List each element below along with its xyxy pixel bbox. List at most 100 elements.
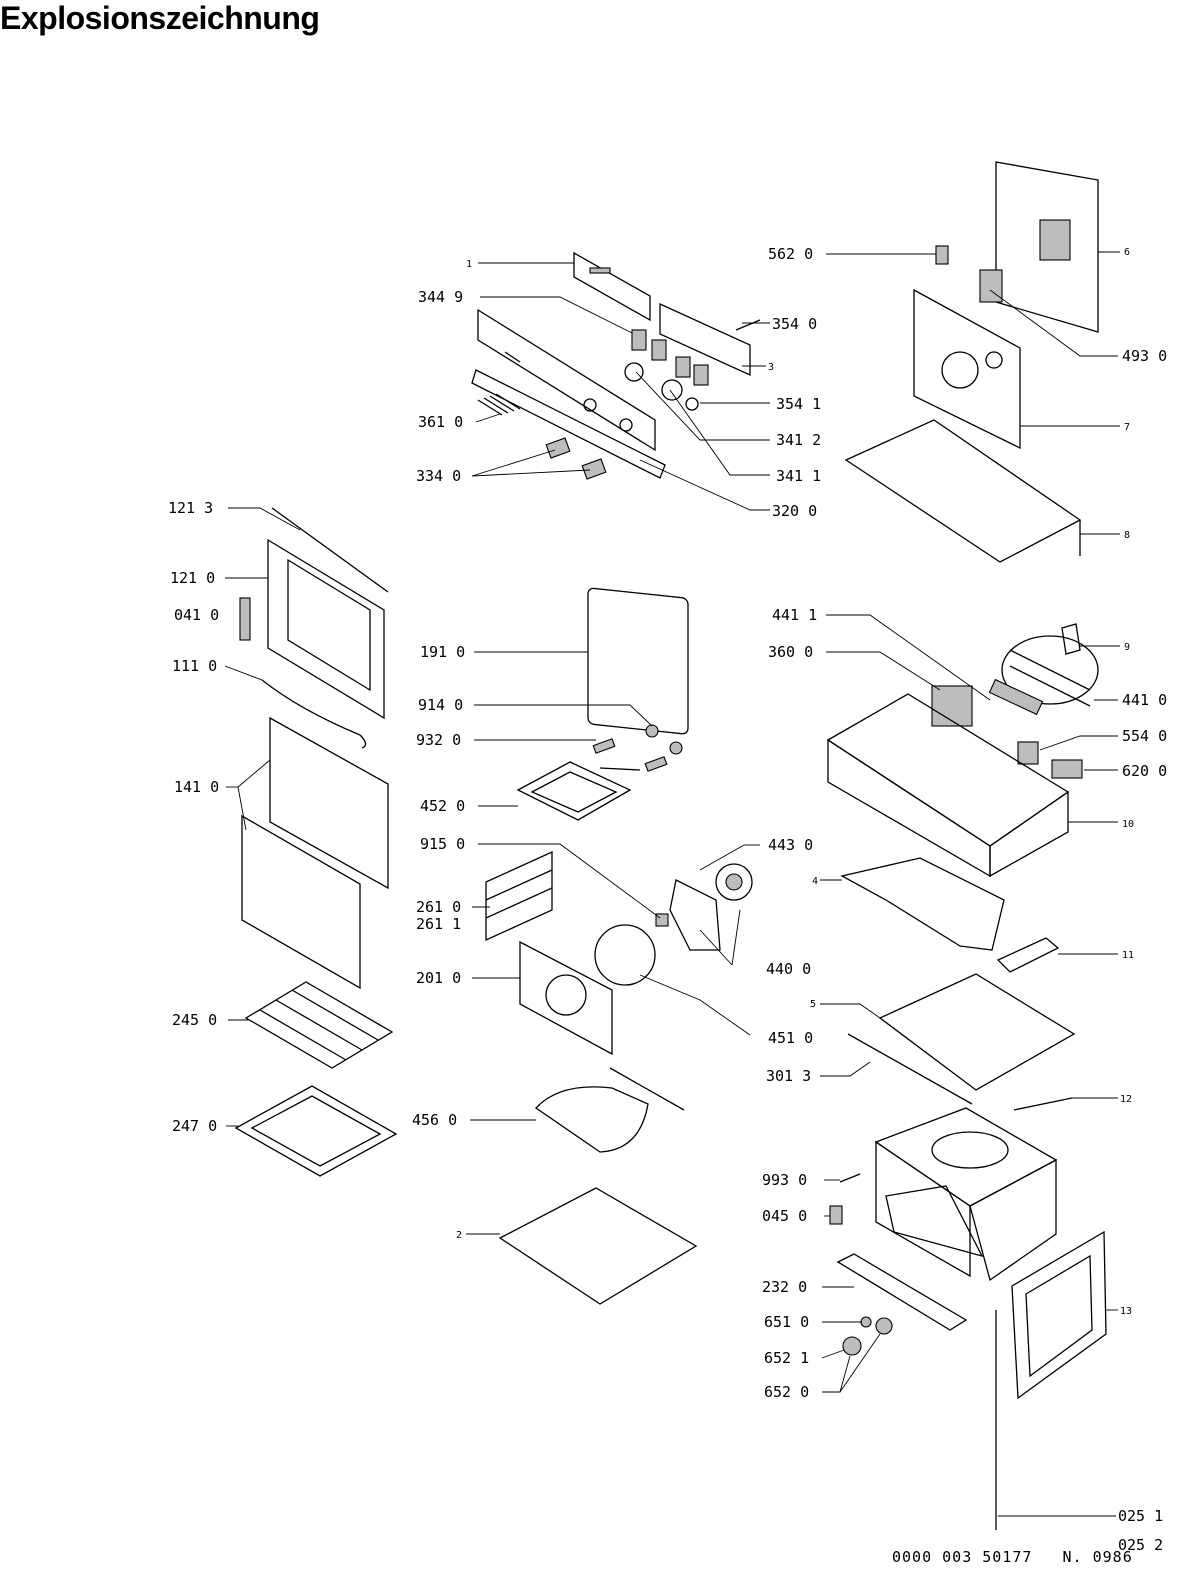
terminal-block [931,685,973,727]
label-360-0: 360 0 [768,643,813,661]
top-cover-plate [844,419,1082,563]
lamp-holder [829,1205,843,1225]
document-code: 0000 003 50177 N. 0986 [892,1548,1133,1566]
fan-motor [715,863,753,901]
screws-set [477,393,521,416]
page-title: Explosionszeichnung [0,0,320,36]
label-493-0: 493 0 [1122,347,1167,365]
pcb-strip [988,678,1044,716]
label-12: 12 [1120,1094,1132,1105]
front-trim-rail [836,1253,968,1331]
connector [1051,759,1083,779]
label-915-0: 915 0 [420,835,465,853]
side-plate [840,857,1005,951]
label-341-1: 341 1 [776,467,821,485]
label-440-0: 440 0 [766,960,811,978]
lamp-screw [839,1173,861,1183]
callout-labels: 1 344 9 361 0 334 0 354 0 3 354 1 341 2 … [168,245,1167,1554]
top-heating-element [516,761,641,821]
label-247-0: 247 0 [172,1117,217,1135]
label-8: 8 [1124,530,1130,541]
label-141-0: 141 0 [174,778,219,796]
label-562-0: 562 0 [768,245,813,263]
document-ref: N. 0986 [1062,1548,1133,1566]
rear-fan-cover [519,940,613,1056]
label-191-0: 191 0 [420,643,465,661]
label-456-0: 456 0 [412,1111,457,1129]
label-121-3: 121 3 [168,499,213,517]
fan-gasket-ring [594,924,656,986]
rod-12 [1013,1097,1073,1111]
label-045-0: 045 0 [762,1207,807,1225]
knob-rings [624,362,699,411]
floor-plate [498,1187,698,1305]
shelf-runners [485,850,553,942]
label-6: 6 [1124,247,1130,258]
label-334-0: 334 0 [416,467,461,485]
label-993-0: 993 0 [762,1171,807,1189]
door-hinge [239,597,251,641]
door-trim-top [271,507,389,593]
label-041-0: 041 0 [174,606,219,624]
knobs [545,437,607,480]
label-320-0: 320 0 [772,502,817,520]
shaft-extension [735,319,761,331]
switch-board [631,302,751,386]
label-443-0: 443 0 [768,836,813,854]
rear-frame [913,288,1021,450]
label-232-0: 232 0 [762,1278,807,1296]
label-10: 10 [1122,819,1134,830]
wire-shelf [244,981,394,1069]
label-620-0: 620 0 [1122,762,1167,780]
label-652-0: 652 0 [764,1383,809,1401]
control-panel-fascia [477,308,656,452]
label-201-0: 201 0 [416,969,461,987]
label-9: 9 [1124,642,1130,653]
door-seal [587,587,689,735]
label-025-2: 025 2 [1118,1536,1163,1554]
control-panel-trim-strip [471,369,666,479]
label-121-0: 121 0 [170,569,215,587]
oven-cavity [874,1107,1058,1282]
thermostat-block [979,269,1003,303]
baking-tray [234,1085,398,1177]
door-handle [261,679,367,749]
fan-bracket-small [935,245,949,265]
fan-blade [655,879,721,951]
lamp-parts [842,1316,893,1356]
label-5: 5 [810,999,816,1010]
label-025-1: 025 1 [1118,1507,1163,1525]
rear-cover [995,161,1099,333]
element-springs [592,738,668,772]
label-13: 13 [1120,1306,1132,1317]
label-651-0: 651 0 [764,1313,809,1331]
label-354-0: 354 0 [772,315,817,333]
document-number: 0000 003 50177 [892,1548,1033,1566]
label-7: 7 [1124,422,1130,433]
label-1: 1 [466,259,472,270]
label-3: 3 [768,362,774,373]
label-932-0: 932 0 [416,731,461,749]
label-2: 2 [456,1230,462,1241]
door-inner-frame [267,538,385,720]
control-panel-label-plate [573,251,651,322]
leader-lines [224,251,1120,1517]
label-914-0: 914 0 [418,696,463,714]
label-652-1: 652 1 [764,1349,809,1367]
label-451-0: 451 0 [768,1029,813,1047]
label-4: 4 [812,876,818,887]
element-nuts [645,724,683,755]
base-tray [826,693,1070,878]
side-cover-13 [1011,1230,1107,1400]
label-554-0: 554 0 [1122,727,1167,745]
parts [234,161,1107,1530]
label-441-0: 441 0 [1122,691,1167,709]
label-452-0: 452 0 [420,797,465,815]
label-361-0: 361 0 [418,413,463,431]
label-11: 11 [1122,950,1134,961]
label-245-0: 245 0 [172,1011,217,1029]
label-261-1: 261 1 [416,915,461,933]
bottom-heating-element [535,1067,685,1153]
relay [1017,741,1039,765]
door-glass-panels [241,716,389,990]
